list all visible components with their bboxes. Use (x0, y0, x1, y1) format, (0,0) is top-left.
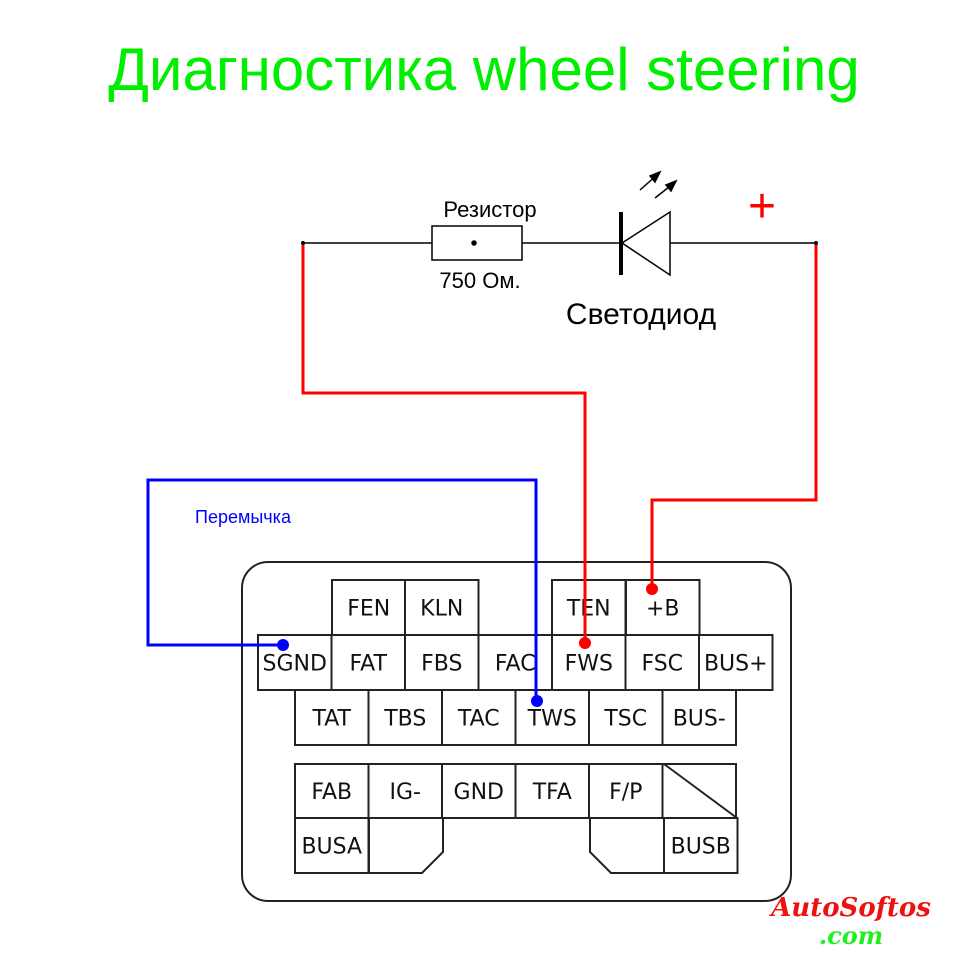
pin-cell (698, 634, 774, 691)
pin-label-fbs: FBS (421, 652, 462, 677)
pin-label-gnd: GND (454, 780, 504, 805)
pin-label-fws: FWS (565, 652, 613, 677)
pin-cell (331, 579, 407, 636)
pin-cell (624, 634, 700, 691)
pin-cell (367, 689, 443, 746)
led-circuit (303, 170, 816, 277)
led-light-arrows-icon (639, 170, 678, 199)
wire-red-fws (301, 243, 587, 643)
pin-label-busb: BUSB (671, 835, 731, 860)
pin-cell (294, 817, 370, 874)
jumper-label: Перемычка (195, 507, 292, 527)
pin-label-kln: KLN (420, 597, 463, 622)
watermark-name: AutoSoftos (768, 893, 931, 923)
pin-label-busx: BUS+ (704, 652, 768, 677)
left-terminal (301, 241, 305, 245)
pin-label-fen: FEN (347, 597, 390, 622)
jumper-wire-blue (146, 478, 538, 700)
pin-label-tsc: TSC (603, 707, 647, 732)
pin-cell (330, 634, 406, 691)
pin-label-busx: BUS- (673, 707, 726, 732)
resistor-dot (471, 240, 477, 246)
pin-label-fab: FAB (311, 780, 352, 805)
pin-label-tac: TAC (457, 707, 500, 732)
connector-pins: FEN KLN TEN +B SGND FAT FBS FAC FWS FSC BUS+ TAT TBS… (257, 579, 774, 874)
fws-contact-dot (579, 637, 591, 649)
pin-label-tfa: TFA (532, 780, 572, 805)
sgnd-contact-dot (277, 639, 289, 651)
led-label: Светодиод (566, 298, 716, 331)
resistor-label: Резистор (443, 197, 536, 222)
right-terminal (814, 241, 818, 245)
pin-label-fsc: FSC (641, 652, 683, 677)
key-slot-left (368, 817, 444, 874)
wire-red-plus-b (650, 243, 818, 589)
pin-cell (404, 579, 480, 636)
resistor-value: 750 Ом. (439, 268, 520, 293)
plus-sign: + (748, 180, 776, 233)
diagram-title: Диагностика wheel steering (108, 36, 859, 103)
tws-contact-dot (531, 695, 543, 707)
pin-cell (551, 634, 627, 691)
key-slot-right (589, 817, 665, 874)
pin-label-xb: +B (646, 597, 680, 622)
led-triangle (620, 210, 671, 277)
pin-cell (514, 689, 590, 746)
pin-label-fac: FAC (495, 652, 536, 677)
pin-label-ten: TEN (566, 597, 611, 622)
pin-label-sgnd: SGND (263, 652, 327, 677)
pin-cell (625, 579, 701, 636)
pin-label-busa: BUSA (301, 835, 362, 860)
pin-label-tat: TAT (311, 707, 351, 732)
watermark-domain: .com (819, 921, 883, 950)
plus-b-contact-dot (646, 583, 658, 595)
pin-label-tws: TWS (527, 707, 577, 732)
pin-cell (661, 689, 737, 746)
pin-cell (294, 763, 370, 819)
pin-label-fxp: F/P (609, 780, 642, 805)
pin-cell (588, 689, 664, 746)
resistor-symbol (431, 225, 523, 261)
pin-label-fat: FAT (350, 652, 388, 677)
pin-cell (663, 817, 739, 874)
pin-cell (441, 763, 517, 819)
pin-label-igx: IG- (390, 780, 421, 805)
pin-label-tbs: TBS (383, 707, 426, 732)
unused-pin-diagonal (663, 763, 738, 819)
